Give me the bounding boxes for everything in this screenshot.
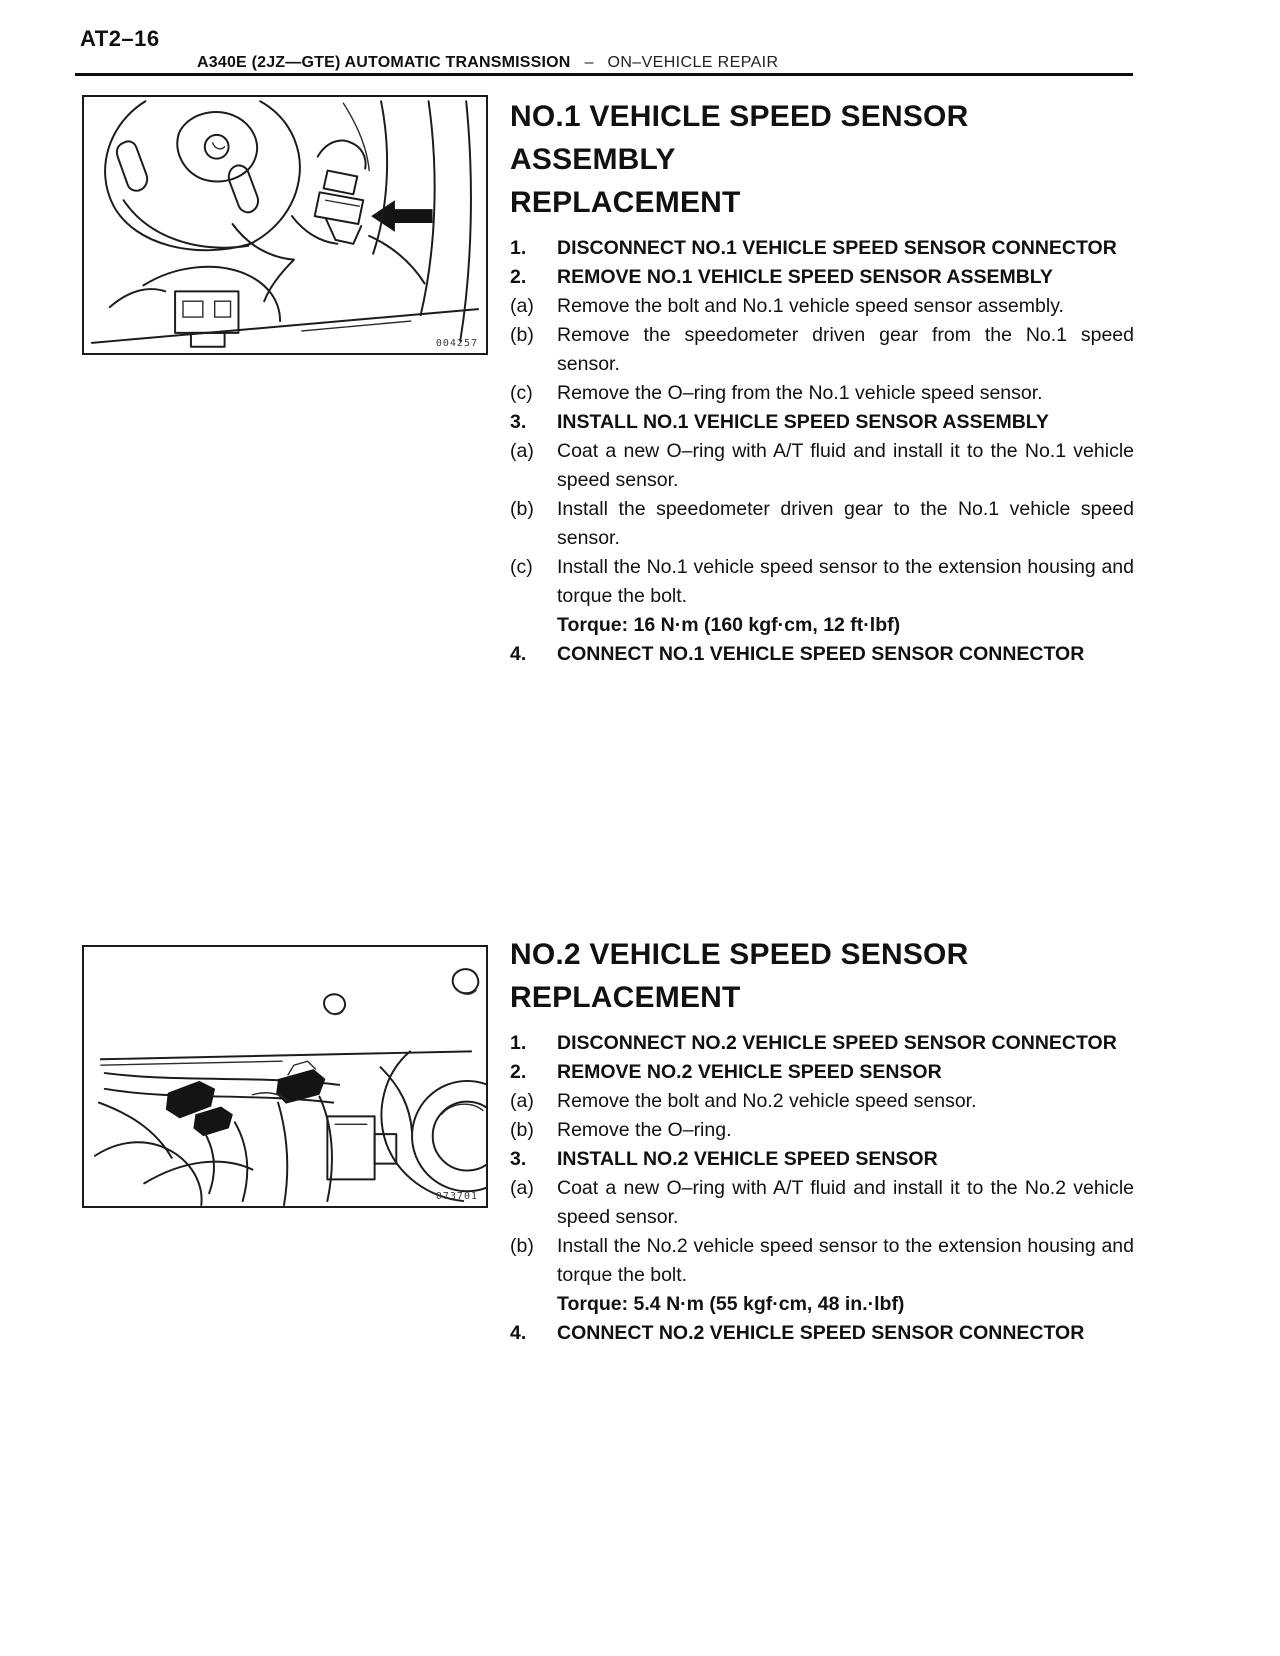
procedure-step: (b) Remove the O–ring. xyxy=(510,1116,1134,1145)
step-text: Remove the speedometer driven gear from … xyxy=(557,321,1134,379)
step-torque-spec: Torque: 16 N·m (160 kgf·cm, 12 ft·lbf) xyxy=(557,614,901,636)
step-text: Install the No.1 vehicle speed sensor to… xyxy=(557,553,1134,640)
no1-sensor-illustration xyxy=(90,100,480,348)
step-text: INSTALL NO.1 VEHICLE SPEED SENSOR ASSEMB… xyxy=(557,408,1134,437)
step-body: Coat a new O–ring with A/T fluid and ins… xyxy=(557,440,1134,491)
step-body: Remove the speedometer driven gear from … xyxy=(557,324,1134,375)
section-title-line1: NO.1 VEHICLE SPEED SENSOR ASSEMBLY xyxy=(510,100,969,176)
section-title-line2: REPLACEMENT xyxy=(510,981,741,1014)
procedure-step: 4. CONNECT NO.1 VEHICLE SPEED SENSOR CON… xyxy=(510,640,1134,669)
step-body: INSTALL NO.2 VEHICLE SPEED SENSOR xyxy=(557,1148,938,1170)
step-torque-spec: Torque: 5.4 N·m (55 kgf·cm, 48 in.·lbf) xyxy=(557,1293,905,1315)
figure-code: 073701 xyxy=(435,1191,478,1202)
step-text: Remove the O–ring. xyxy=(557,1116,1134,1145)
procedure-step: 4. CONNECT NO.2 VEHICLE SPEED SENSOR CON… xyxy=(510,1319,1134,1348)
procedure-step: (b) Remove the speedometer driven gear f… xyxy=(510,321,1134,379)
step-text: REMOVE NO.1 VEHICLE SPEED SENSOR ASSEMBL… xyxy=(557,263,1134,292)
step-marker: (a) xyxy=(510,295,534,317)
step-marker: 4. xyxy=(510,643,527,665)
step-text: Coat a new O–ring with A/T fluid and ins… xyxy=(557,437,1134,495)
step-text: DISCONNECT NO.2 VEHICLE SPEED SENSOR CON… xyxy=(557,1029,1134,1058)
step-marker: 1. xyxy=(510,237,527,259)
procedure-step: 1. DISCONNECT NO.2 VEHICLE SPEED SENSOR … xyxy=(510,1029,1134,1058)
procedure-step: (c) Install the No.1 vehicle speed senso… xyxy=(510,553,1134,640)
page-number: AT2–16 xyxy=(80,26,160,51)
procedure-step: (a) Remove the bolt and No.1 vehicle spe… xyxy=(510,292,1134,321)
step-marker: (a) xyxy=(510,440,534,462)
procedure-step: 3. INSTALL NO.1 VEHICLE SPEED SENSOR ASS… xyxy=(510,408,1134,437)
procedure-step: 1. DISCONNECT NO.1 VEHICLE SPEED SENSOR … xyxy=(510,234,1134,263)
step-text: Remove the bolt and No.1 vehicle speed s… xyxy=(557,292,1134,321)
section-no2-speed-sensor: 073701 NO.2 VEHICLE SPEED SENSOR REPLACE… xyxy=(82,933,1134,1348)
procedure-step: (a) Coat a new O–ring with A/T fluid and… xyxy=(510,437,1134,495)
figure-no1-sensor: 004257 xyxy=(82,95,488,355)
step-marker: 4. xyxy=(510,1322,527,1344)
step-marker: 1. xyxy=(510,1032,527,1054)
step-text: Remove the O–ring from the No.1 vehicle … xyxy=(557,379,1134,408)
step-body: DISCONNECT NO.2 VEHICLE SPEED SENSOR CON… xyxy=(557,1032,1117,1054)
step-text: CONNECT NO.1 VEHICLE SPEED SENSOR CONNEC… xyxy=(557,640,1134,669)
step-marker: (a) xyxy=(510,1177,534,1199)
step-text: Install the No.2 vehicle speed sensor to… xyxy=(557,1232,1134,1319)
step-marker: 3. xyxy=(510,411,527,433)
running-header-separator: – xyxy=(584,54,594,71)
header-rule xyxy=(75,73,1133,76)
procedure-step: 2. REMOVE NO.1 VEHICLE SPEED SENSOR ASSE… xyxy=(510,263,1134,292)
step-marker: (c) xyxy=(510,556,533,578)
step-text: Coat a new O–ring with A/T fluid and ins… xyxy=(557,1174,1134,1232)
step-marker: (b) xyxy=(510,498,534,520)
section-title: NO.2 VEHICLE SPEED SENSOR REPLACEMENT xyxy=(510,933,1134,1019)
running-header-title: A340E (2JZ—GTE) AUTOMATIC TRANSMISSION xyxy=(197,54,571,71)
procedure-step: (c) Remove the O–ring from the No.1 vehi… xyxy=(510,379,1134,408)
step-body: Remove the O–ring from the No.1 vehicle … xyxy=(557,382,1043,404)
step-body: Install the No.2 vehicle speed sensor to… xyxy=(557,1235,1134,1286)
step-marker: (b) xyxy=(510,324,534,346)
step-body: Remove the bolt and No.1 vehicle speed s… xyxy=(557,295,1064,317)
running-header-section: ON–VEHICLE REPAIR xyxy=(607,54,779,71)
running-header: A340E (2JZ—GTE) AUTOMATIC TRANSMISSION–O… xyxy=(197,54,778,72)
no2-sensor-illustration xyxy=(93,968,486,1206)
callout-arrow-icon xyxy=(371,200,433,232)
step-marker: 2. xyxy=(510,1061,527,1083)
step-body: Remove the bolt and No.2 vehicle speed s… xyxy=(557,1090,977,1112)
step-body: Install the No.1 vehicle speed sensor to… xyxy=(557,556,1134,607)
step-marker: 2. xyxy=(510,266,527,288)
step-text: CONNECT NO.2 VEHICLE SPEED SENSOR CONNEC… xyxy=(557,1319,1134,1348)
step-marker: 3. xyxy=(510,1148,527,1170)
step-body: Coat a new O–ring with A/T fluid and ins… xyxy=(557,1177,1134,1228)
step-body: Remove the O–ring. xyxy=(557,1119,732,1141)
step-text: INSTALL NO.2 VEHICLE SPEED SENSOR xyxy=(557,1145,1134,1174)
section-title-line2: REPLACEMENT xyxy=(510,186,741,219)
step-text: DISCONNECT NO.1 VEHICLE SPEED SENSOR CON… xyxy=(557,234,1134,263)
procedure-steps: 1. DISCONNECT NO.2 VEHICLE SPEED SENSOR … xyxy=(510,1029,1134,1348)
step-body: REMOVE NO.1 VEHICLE SPEED SENSOR ASSEMBL… xyxy=(557,266,1053,288)
procedure-step: 2. REMOVE NO.2 VEHICLE SPEED SENSOR xyxy=(510,1058,1134,1087)
section-title-line1: NO.2 VEHICLE SPEED SENSOR xyxy=(510,938,969,971)
step-text: REMOVE NO.2 VEHICLE SPEED SENSOR xyxy=(557,1058,1134,1087)
step-body: REMOVE NO.2 VEHICLE SPEED SENSOR xyxy=(557,1061,942,1083)
section-no1-speed-sensor: 004257 NO.1 VEHICLE SPEED SENSOR ASSEMBL… xyxy=(82,95,1134,669)
section-title: NO.1 VEHICLE SPEED SENSOR ASSEMBLY REPLA… xyxy=(510,95,1134,224)
step-marker: (b) xyxy=(510,1119,534,1141)
procedure-steps: 1. DISCONNECT NO.1 VEHICLE SPEED SENSOR … xyxy=(510,234,1134,669)
step-body: CONNECT NO.2 VEHICLE SPEED SENSOR CONNEC… xyxy=(557,1322,1085,1344)
step-text: Install the speedometer driven gear to t… xyxy=(557,495,1134,553)
step-marker: (a) xyxy=(510,1090,534,1112)
step-text: Remove the bolt and No.2 vehicle speed s… xyxy=(557,1087,1134,1116)
procedure-step: (a) Remove the bolt and No.2 vehicle spe… xyxy=(510,1087,1134,1116)
step-body: CONNECT NO.1 VEHICLE SPEED SENSOR CONNEC… xyxy=(557,643,1085,665)
procedure-step: 3. INSTALL NO.2 VEHICLE SPEED SENSOR xyxy=(510,1145,1134,1174)
figure-code: 004257 xyxy=(435,338,478,349)
procedure-step: (a) Coat a new O–ring with A/T fluid and… xyxy=(510,1174,1134,1232)
step-marker: (c) xyxy=(510,382,533,404)
step-body: Install the speedometer driven gear to t… xyxy=(557,498,1134,549)
step-body: INSTALL NO.1 VEHICLE SPEED SENSOR ASSEMB… xyxy=(557,411,1049,433)
step-marker: (b) xyxy=(510,1235,534,1257)
procedure-step: (b) Install the speedometer driven gear … xyxy=(510,495,1134,553)
step-body: DISCONNECT NO.1 VEHICLE SPEED SENSOR CON… xyxy=(557,237,1117,259)
procedure-step: (b) Install the No.2 vehicle speed senso… xyxy=(510,1232,1134,1319)
figure-no2-sensor: 073701 xyxy=(82,945,488,1208)
